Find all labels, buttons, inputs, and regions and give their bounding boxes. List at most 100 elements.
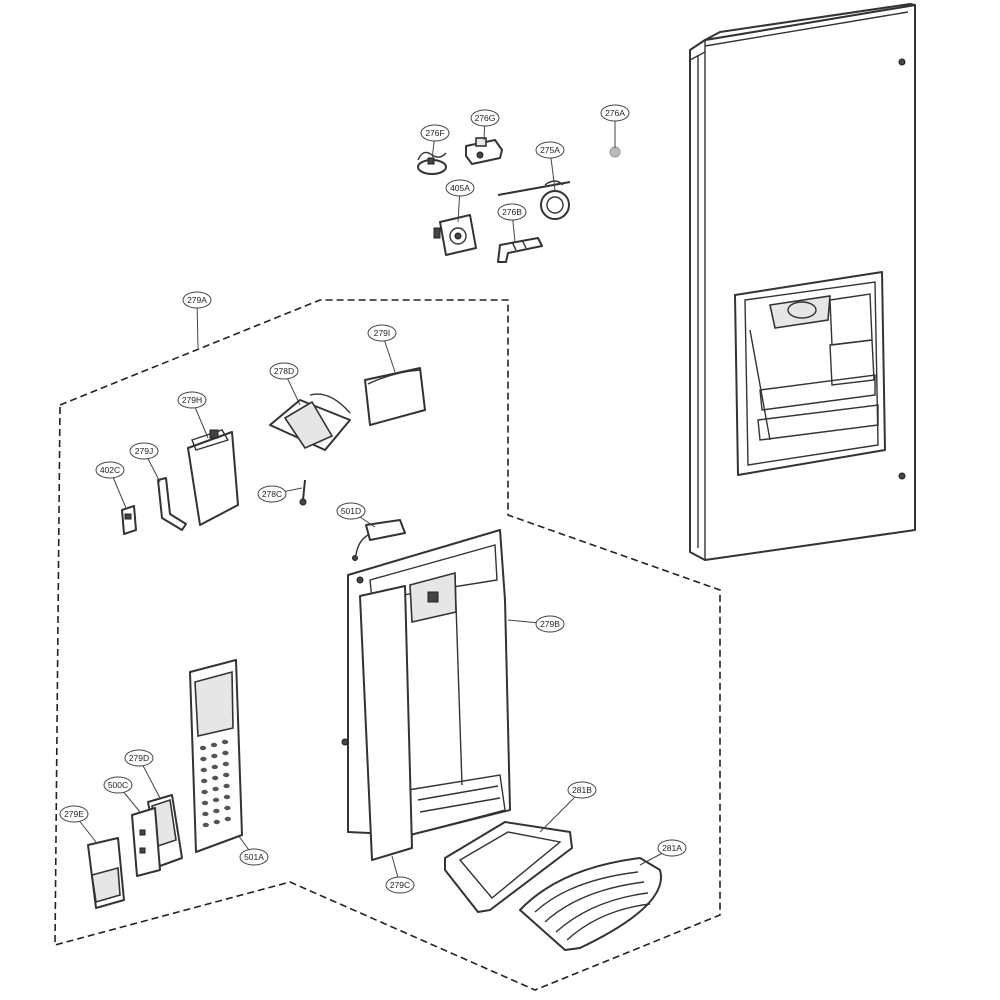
callout-276f: 276F <box>420 124 450 161</box>
part-275a-actuator <box>497 180 571 220</box>
part-276f-clip <box>417 151 447 175</box>
keypad-button-mark <box>201 778 208 784</box>
callout-label: 279B <box>540 619 560 629</box>
callout-402c: 402C <box>95 461 127 509</box>
keypad-button-mark <box>201 789 208 795</box>
callout-label: 275A <box>540 145 560 155</box>
keypad-button-mark <box>210 742 218 748</box>
callout-label: 276B <box>502 207 522 217</box>
callout-281b: 281B <box>539 781 597 833</box>
keypad-button-mark <box>212 786 219 792</box>
callout-279b: 279B <box>507 615 565 633</box>
part-279i-cover <box>364 367 426 426</box>
callout-label: 279A <box>187 295 207 305</box>
keypad-button-mark <box>224 816 231 822</box>
callout-bubble <box>257 485 287 503</box>
callout-label: 279H <box>182 395 202 405</box>
callout-501d: 501D <box>336 502 376 528</box>
part-276b-lever <box>497 237 543 263</box>
callout-bubble <box>124 749 154 767</box>
callout-label: 278D <box>274 366 294 376</box>
callout-bubble <box>182 291 212 309</box>
keypad-button-mark <box>200 756 207 762</box>
callout-bubble <box>535 615 565 633</box>
refrigerator-door <box>689 3 916 561</box>
keypad-button-mark <box>223 783 230 789</box>
keypad-button-mark <box>213 819 220 825</box>
part-279j-rod <box>157 477 187 531</box>
keypad-button-mark <box>200 767 207 773</box>
keypad-button-mark <box>199 745 207 751</box>
part-281b-tray-frame <box>444 821 573 913</box>
callout-276g: 276G <box>470 109 500 141</box>
part-500c-board <box>131 807 161 877</box>
callout-bubble <box>59 805 89 823</box>
callout-label: 281A <box>662 843 682 853</box>
keypad-button-mark <box>222 761 229 767</box>
part-402c-switch <box>121 505 137 535</box>
callout-bubble <box>497 203 527 221</box>
callout-bubble <box>239 848 269 866</box>
keypad-button-mark <box>221 739 229 745</box>
callout-label: 279E <box>64 809 84 819</box>
callout-label: 276F <box>425 128 444 138</box>
callout-bubble <box>129 442 159 460</box>
callout-278d: 278D <box>269 362 301 406</box>
callout-label: 501D <box>341 506 361 516</box>
callout-279h: 279H <box>177 391 209 439</box>
callout-275a: 275A <box>535 141 565 191</box>
callout-276b: 276B <box>497 203 527 243</box>
callout-label: 276A <box>605 108 625 118</box>
callout-279j: 279J <box>129 442 161 483</box>
callout-label: 402C <box>100 465 120 475</box>
callout-bubble <box>95 461 125 479</box>
callout-276a: 276A <box>600 104 630 148</box>
keypad-button-mark <box>213 808 220 814</box>
part-278d-duct-flap <box>269 393 351 451</box>
callout-label: 501A <box>244 852 264 862</box>
dispenser-assembly-boundary <box>54 299 721 991</box>
keypad-button-mark <box>211 764 218 770</box>
callout-bubble <box>385 876 415 894</box>
callout-bubble <box>445 179 475 197</box>
callout-bubble <box>103 776 133 794</box>
keypad-button-mark <box>223 794 231 800</box>
keypad-button-mark <box>223 772 230 778</box>
callout-bubble <box>470 109 500 127</box>
callout-label: 279C <box>390 880 410 890</box>
callout-label: 279I <box>374 328 391 338</box>
part-405a-motor <box>433 214 477 256</box>
callout-label: 500C <box>108 780 128 790</box>
part-276g-bracket <box>465 137 503 165</box>
keypad-button-mark <box>222 750 229 756</box>
keypad-button-mark <box>201 800 209 806</box>
keypad-button-mark <box>224 805 231 811</box>
callout-layer: 276A 276F 276G 275A 405A 276B 279A 279I 278D 279H… <box>59 104 687 894</box>
part-501a-control-panel <box>189 659 243 853</box>
part-501d-sensor-board <box>352 519 406 561</box>
callout-279i: 279I <box>367 324 397 373</box>
callout-501a: 501A <box>237 834 269 866</box>
keypad-button-mark <box>212 797 220 803</box>
callout-bubble <box>367 324 397 342</box>
keypad-button-mark <box>212 775 219 781</box>
callout-bubble <box>567 781 597 799</box>
callout-bubble <box>657 839 687 857</box>
part-276a-screw <box>609 146 621 158</box>
part-279h-housing <box>187 429 239 526</box>
callout-bubble <box>336 502 366 520</box>
callout-bubble <box>177 391 207 409</box>
callout-label: 276G <box>475 113 496 123</box>
keypad-button-mark <box>202 822 209 828</box>
callout-281a: 281A <box>639 839 687 866</box>
part-281a-drip-grille <box>519 857 662 951</box>
keypad-button-mark <box>202 811 209 817</box>
callout-label: 405A <box>450 183 470 193</box>
callout-bubble <box>600 104 630 122</box>
part-279e-holder <box>87 837 125 909</box>
callout-279d: 279D <box>124 749 161 799</box>
callout-label: 281B <box>572 785 592 795</box>
callout-label: 279J <box>135 446 153 456</box>
part-278c-screw <box>299 479 307 506</box>
